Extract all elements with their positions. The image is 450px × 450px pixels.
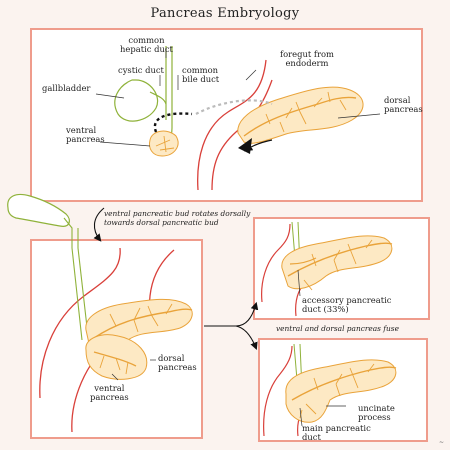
arrow-rotation (93, 207, 105, 242)
ventral-pancreas-mid (85, 334, 148, 380)
label-uncinate: uncinate process (358, 403, 395, 422)
label-cystic-duct: cystic duct (118, 65, 164, 75)
label-gallbladder: gallbladder (42, 83, 91, 93)
arrows-to-right-panels (204, 301, 259, 351)
page-title: Pancreas Embryology (150, 6, 300, 21)
label-accessory-duct: accessory pancreatic duct (33%) (302, 295, 392, 314)
note-fuse: ventral and dorsal pancreas fuse (276, 324, 399, 333)
label-ventral-pancreas-top: ventral pancreas (66, 125, 105, 144)
panel-rotation (30, 239, 203, 439)
ventral-pancreas-top (149, 130, 179, 157)
label-dorsal-pancreas-mid: dorsal pancreas (158, 353, 197, 372)
arrowhead-large (238, 138, 252, 154)
leader-lines-right-bottom (299, 405, 346, 427)
note-rotation: ventral pancreatic bud rotates dorsally … (104, 209, 251, 227)
gallbladder-side (7, 193, 79, 248)
rotation-path-grey (195, 99, 273, 115)
label-ventral-pancreas-mid: ventral pancreas (90, 383, 129, 402)
label-common-hepatic-duct: common hepatic duct (120, 35, 173, 54)
leader-lines-top (95, 48, 381, 147)
pancreas-right-top (281, 235, 393, 291)
label-main-duct: main pancreatic duct (302, 423, 371, 442)
label-foregut: foregut from endoderm (280, 49, 334, 68)
leader-accessory (297, 269, 301, 297)
biliary-tree-mid (71, 247, 89, 341)
leader-lines-mid (111, 359, 156, 381)
label-dorsal-pancreas-top: dorsal pancreas (384, 95, 423, 114)
biliary-tree-top (114, 46, 173, 151)
foregut-top (197, 59, 273, 191)
rotation-path-black (153, 112, 193, 133)
artist-signature: ~ (438, 439, 444, 446)
label-common-bile-duct: common bile duct (182, 65, 220, 84)
pancreas-right-bottom (285, 359, 397, 423)
dorsal-pancreas-top (237, 86, 364, 144)
